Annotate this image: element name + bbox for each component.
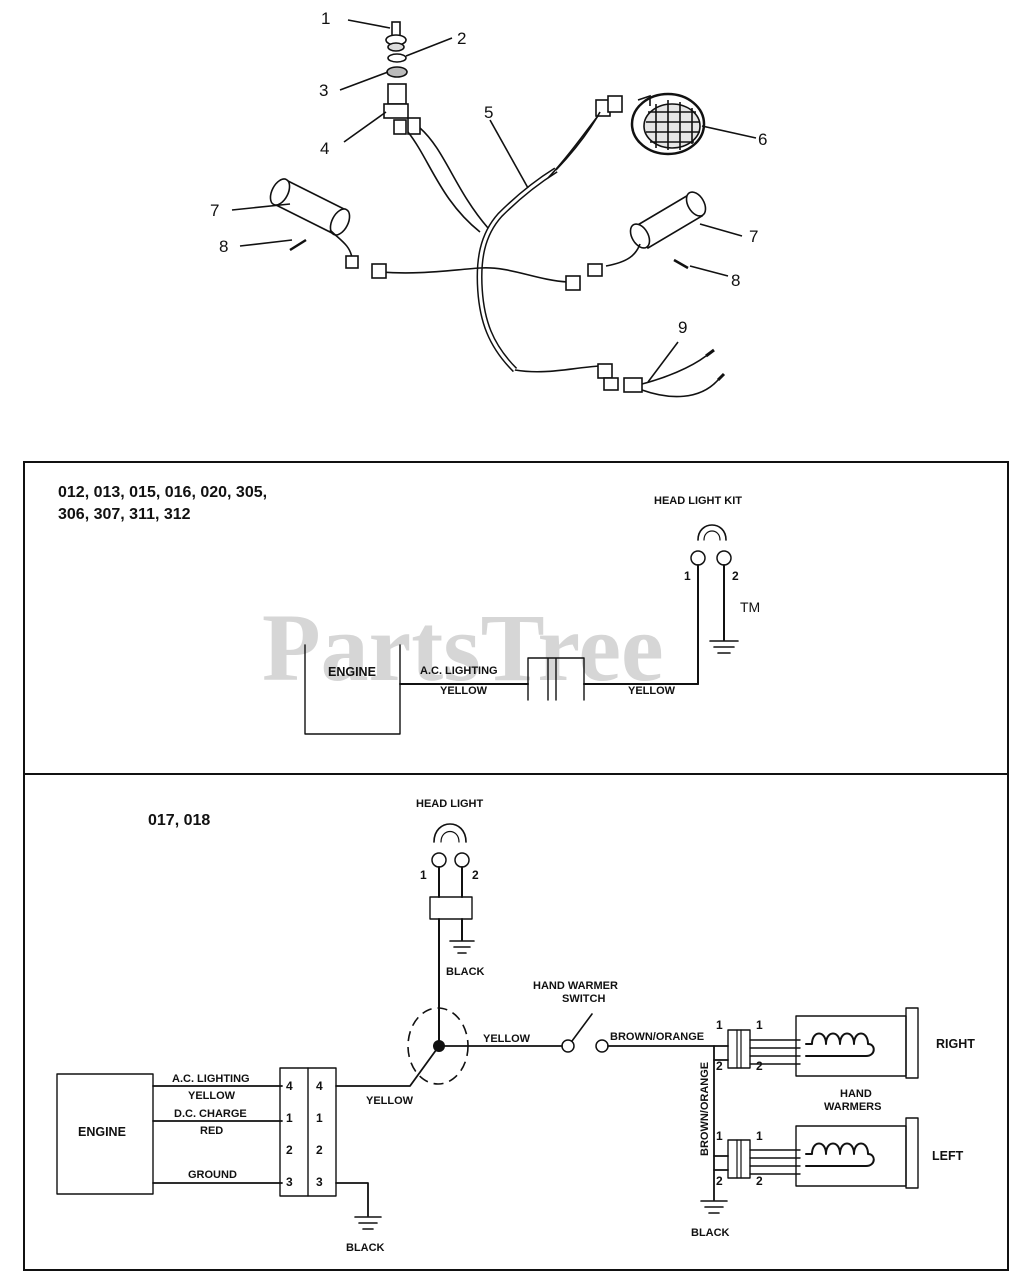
panel-a-connector bbox=[527, 657, 585, 701]
panel-b-left-pin-2a: 2 bbox=[716, 1174, 723, 1188]
panel-b-schematic: 017, 018 HEAD LIGHT 1 2 BLACK ENGINE A.C bbox=[56, 798, 975, 1254]
panel-a-models-line2: 306, 307, 311, 312 bbox=[58, 506, 191, 523]
nut-part-4 bbox=[386, 66, 408, 78]
panel-b-hand-warmer-switch-label-1: HAND WARMER bbox=[533, 980, 618, 992]
grip-part-7-right bbox=[565, 191, 707, 291]
callout-3: 4 bbox=[320, 139, 329, 158]
panel-b-conn-pin-4a: 4 bbox=[286, 1079, 293, 1093]
panel-b-left-hand-warmer bbox=[749, 1117, 919, 1189]
switch-part-3 bbox=[383, 83, 421, 135]
callout-1: 6 bbox=[758, 130, 767, 149]
panel-b-conn-pin-4b: 4 bbox=[316, 1079, 323, 1093]
panel-b-left-connector bbox=[727, 1139, 751, 1179]
connector-part-9 bbox=[514, 348, 726, 398]
panel-a-engine-label: ENGINE bbox=[328, 665, 376, 679]
panel-a-ac-lighting-label: A.C. LIGHTING bbox=[420, 665, 498, 677]
panel-b-conn-pin-2a: 2 bbox=[286, 1143, 293, 1157]
panel-b-hand-warmers-label-2: WARMERS bbox=[824, 1101, 881, 1113]
callout-9: 9 bbox=[678, 318, 687, 337]
panel-b-hand-warmer-switch bbox=[561, 1013, 609, 1053]
callout-5: 2 bbox=[457, 29, 466, 48]
exploded-parts-illustration bbox=[231, 19, 757, 398]
screw-part-8-left bbox=[289, 238, 307, 252]
headlight-part-1 bbox=[630, 92, 706, 156]
panel-a-head-light-symbol bbox=[690, 524, 732, 566]
panel-b-right-hand-warmer bbox=[749, 1007, 919, 1079]
screw-part-8-right bbox=[673, 258, 689, 270]
callout-6: 1 bbox=[321, 9, 330, 28]
panel-b-hl-pin-2: 2 bbox=[472, 868, 479, 882]
panel-b-engine-connector bbox=[279, 1067, 337, 1197]
callout-7-right: 7 bbox=[749, 227, 758, 246]
panel-b-engine-label: ENGINE bbox=[78, 1125, 126, 1139]
panel-b-hand-warmers-label-1: HAND bbox=[840, 1088, 872, 1100]
panel-a-pin-1: 1 bbox=[684, 569, 691, 583]
panel-b-head-light-symbol bbox=[429, 823, 473, 920]
callout-8-right: 8 bbox=[731, 271, 740, 290]
panel-b-black-top-label: BLACK bbox=[446, 966, 485, 978]
panel-b-dc-charge-label: D.C. CHARGE bbox=[174, 1108, 247, 1120]
panel-b-right-pin-2a: 2 bbox=[716, 1059, 723, 1073]
panel-b-left-pin-1a: 1 bbox=[716, 1129, 723, 1143]
panel-b-models: 017, 018 bbox=[148, 812, 210, 829]
panel-a-pin-2: 2 bbox=[732, 569, 739, 583]
panel-b-left-pin-1b: 1 bbox=[756, 1129, 763, 1143]
callout-4: 3 bbox=[319, 81, 328, 100]
panel-b-conn-pin-1b: 1 bbox=[316, 1111, 323, 1125]
panel-b-hand-warmer-switch-label-2: SWITCH bbox=[562, 993, 605, 1005]
panel-b-left-pin-2b: 2 bbox=[756, 1174, 763, 1188]
panel-b-conn-pin-2b: 2 bbox=[316, 1143, 323, 1157]
panel-a-yellow-left-label: YELLOW bbox=[440, 685, 488, 697]
panel-b-yellow1-label: YELLOW bbox=[188, 1090, 236, 1102]
panel-a-head-light-kit-label: HEAD LIGHT KIT bbox=[654, 495, 742, 507]
panel-b-right-pin-1a: 1 bbox=[716, 1018, 723, 1032]
panel-a-models-line1: 012, 013, 015, 016, 020, 305, bbox=[58, 484, 267, 501]
panel-b-black-warmers-label: BLACK bbox=[691, 1227, 730, 1239]
schematic-frame bbox=[23, 461, 1009, 1271]
panel-b-conn-pin-3a: 3 bbox=[286, 1175, 293, 1189]
watermark-tm: TM bbox=[740, 599, 760, 615]
panel-b-conn-pin-1a: 1 bbox=[286, 1111, 293, 1125]
panel-a-ground-icon bbox=[709, 640, 739, 654]
panel-b-brown-orange-v-label: BROWN/ORANGE bbox=[699, 1062, 711, 1156]
panel-b-hl-pin-1: 1 bbox=[420, 868, 427, 882]
panel-b-conn-pin-3b: 3 bbox=[316, 1175, 323, 1189]
panel-b-headlight-ground-icon bbox=[449, 940, 475, 954]
panel-b-black-bottom-label: BLACK bbox=[346, 1242, 385, 1254]
panel-a-yellow-right-label: YELLOW bbox=[628, 685, 676, 697]
panel-b-red-label: RED bbox=[200, 1125, 223, 1137]
panel-b-ground-label: GROUND bbox=[188, 1169, 237, 1181]
panel-b-brown-orange-h-label: BROWN/ORANGE bbox=[610, 1031, 704, 1043]
panel-b-ac-lighting-label: A.C. LIGHTING bbox=[172, 1073, 250, 1085]
callout-8-left: 8 bbox=[219, 237, 228, 256]
panel-b-yellow-switch-label: YELLOW bbox=[483, 1033, 531, 1045]
panel-b-right-pin-1b: 1 bbox=[756, 1018, 763, 1032]
panel-b-warmers-ground-icon bbox=[700, 1200, 728, 1214]
grip-part-7-left bbox=[269, 178, 387, 279]
panel-b-right-label: RIGHT bbox=[936, 1037, 975, 1051]
panel-b-left-label: LEFT bbox=[932, 1149, 964, 1163]
callout-7-left: 7 bbox=[210, 201, 219, 220]
panel-b-yellow-conn-label: YELLOW bbox=[366, 1095, 414, 1107]
panel-b-head-light-label: HEAD LIGHT bbox=[416, 798, 484, 810]
bolt-part-6 bbox=[385, 21, 407, 52]
callout-2: 5 bbox=[484, 103, 493, 122]
panel-a-schematic: 012, 013, 015, 016, 020, 305, 306, 307, … bbox=[58, 484, 742, 735]
panel-b-right-connector bbox=[727, 1029, 751, 1069]
panel-b-engine-ground-icon bbox=[354, 1216, 382, 1230]
panel-b-right-pin-2b: 2 bbox=[756, 1059, 763, 1073]
washer-part-5 bbox=[387, 53, 407, 63]
